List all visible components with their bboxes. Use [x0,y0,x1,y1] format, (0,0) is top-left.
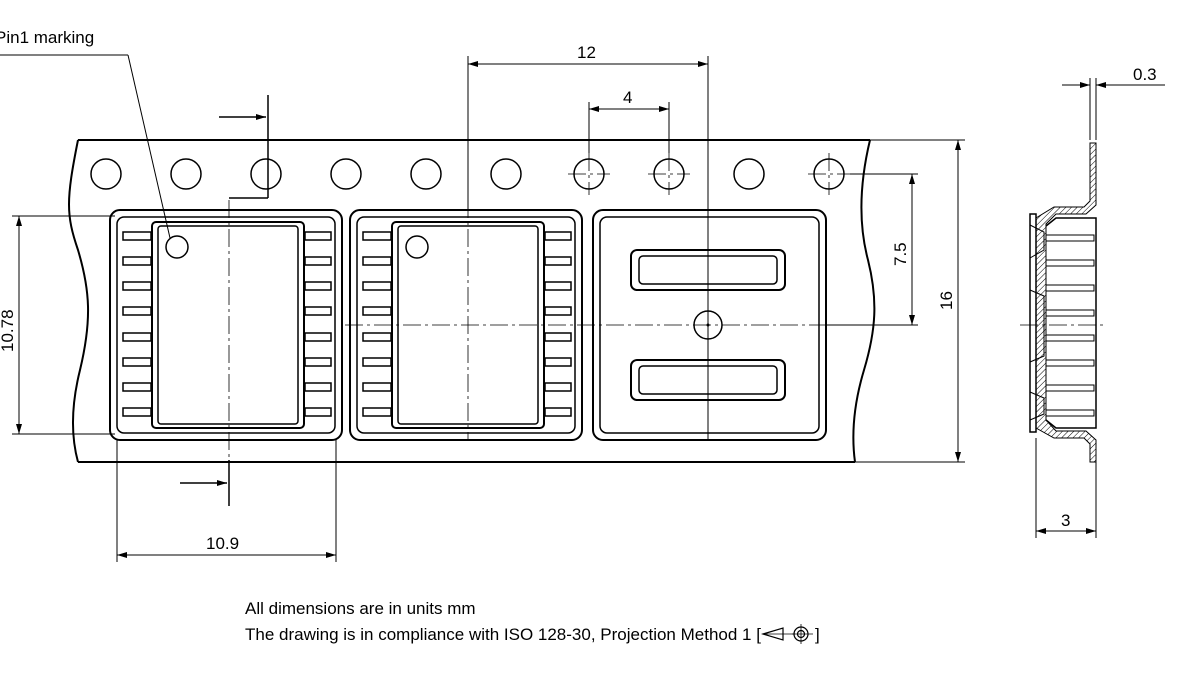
pin1-marking-dot [165,235,189,259]
pin1-dot-2 [405,235,429,259]
dim-16 [855,139,965,463]
dim-3 [1035,438,1097,538]
dim-7-5-label: 7.5 [891,242,910,266]
dim-0-3 [1062,78,1165,140]
dim-16-label: 16 [937,291,956,310]
dim-10-78-label: 10.78 [0,309,17,352]
projection-method-1-icon [760,624,813,644]
dim-10-78 [12,215,115,435]
units-note-text: All dimensions are in units mm [245,599,476,618]
iso-note-close: ] [814,625,820,644]
pin1-leader [0,54,171,239]
pocket-1 [109,209,343,441]
component-1-leads [122,231,332,417]
dim-0-3-label: 0.3 [1133,65,1157,84]
iso-note-text: The drawing is in compliance with ISO 12… [245,625,761,644]
dim-10-9-label: 10.9 [206,534,239,553]
dim-4-label: 4 [623,88,632,107]
pin1-marking-label: Pin1 marking [0,28,94,47]
sprocket-holes [90,153,850,195]
dim-hole-pitch-4 [588,102,670,153]
component-1 [122,221,332,429]
dim-3-label: 3 [1061,511,1070,530]
dim-12-label: 12 [577,43,596,62]
iso-note: The drawing is in compliance with ISO 12… [245,621,820,648]
section-indicator [180,95,269,506]
center-lines [228,200,1105,460]
dim-10-9 [116,440,337,562]
dim-7-5 [825,173,918,326]
side-section-view [1029,142,1097,463]
dim-pitch-12 [467,56,709,440]
units-note: All dimensions are in units mm [245,595,476,622]
component-2-leads [362,231,572,417]
carrier-tape [68,139,876,463]
